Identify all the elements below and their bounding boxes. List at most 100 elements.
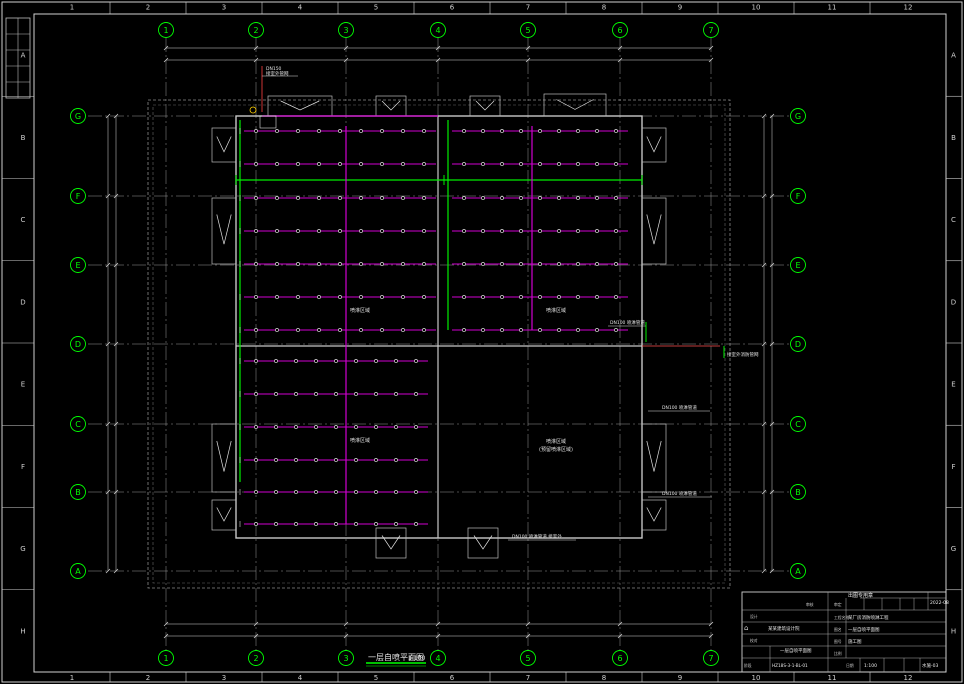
axis-bubble: C bbox=[70, 416, 86, 432]
dimension-tick bbox=[253, 621, 259, 627]
door-frame bbox=[267, 95, 333, 117]
title-block-stamp: 出图专用章 bbox=[848, 592, 873, 599]
room-label-bottom-right: 喷淋区域 bbox=[546, 438, 566, 445]
sprinkler-head bbox=[414, 458, 418, 462]
sprinkler-head bbox=[557, 129, 561, 133]
dimension-tick bbox=[769, 568, 775, 574]
sprinkler-head bbox=[359, 162, 363, 166]
door-frame bbox=[641, 197, 667, 265]
sprinkler-head bbox=[422, 295, 426, 299]
border-col-label: 6 bbox=[450, 674, 455, 682]
door-frame bbox=[211, 499, 237, 531]
sprinkler-head bbox=[401, 229, 405, 233]
sprinkler-head bbox=[394, 490, 398, 494]
sprinkler-head bbox=[359, 196, 363, 200]
axis-bubble: 2 bbox=[248, 22, 264, 38]
sprinkler-head bbox=[314, 522, 318, 526]
border-row-label: D bbox=[20, 298, 25, 306]
sprinkler-head bbox=[481, 129, 485, 133]
dimension-tick bbox=[435, 45, 441, 51]
axis-bubble-label: E bbox=[75, 261, 80, 270]
sprinkler-head bbox=[275, 262, 279, 266]
axis-bubble: F bbox=[70, 188, 86, 204]
axis-bubble-label: B bbox=[795, 488, 801, 497]
door-swing bbox=[381, 100, 401, 111]
axis-bubble-label: F bbox=[796, 192, 801, 201]
dimension-tick bbox=[163, 57, 169, 63]
door-frame bbox=[641, 127, 667, 163]
sprinkler-pipework bbox=[235, 115, 643, 527]
sprinkler-head bbox=[334, 359, 338, 363]
drawing-title: 一层自喷平面图 1:100 bbox=[366, 652, 426, 667]
border-col-label: 9 bbox=[678, 4, 682, 12]
border-row-label: E bbox=[951, 381, 955, 389]
riser-annotation: DN150 接室外管网 bbox=[249, 66, 298, 129]
sprinkler-head bbox=[394, 392, 398, 396]
axis-bubble: D bbox=[790, 336, 806, 352]
sprinkler-head bbox=[359, 328, 363, 332]
dimension-tick bbox=[708, 621, 714, 627]
border-col-label: 4 bbox=[298, 4, 303, 12]
door-swing bbox=[646, 440, 662, 472]
sprinkler-head bbox=[359, 229, 363, 233]
door-opening bbox=[543, 93, 607, 117]
sprinkler-head bbox=[576, 196, 580, 200]
sprinkler-head bbox=[274, 392, 278, 396]
sprinkler-heads bbox=[254, 129, 618, 526]
dimension-tick bbox=[163, 621, 169, 627]
sprinkler-head bbox=[374, 392, 378, 396]
sprinkler-head bbox=[422, 328, 426, 332]
sprinkler-head bbox=[314, 392, 318, 396]
sprinkler-head bbox=[557, 328, 561, 332]
axis-bubble-circle bbox=[158, 650, 174, 666]
axis-bubble-label: B bbox=[75, 488, 81, 497]
sprinkler-head bbox=[500, 262, 504, 266]
sprinkler-head bbox=[595, 262, 599, 266]
dimension-tick bbox=[525, 621, 531, 627]
border-row-label: C bbox=[951, 216, 956, 224]
sprinkler-head bbox=[576, 162, 580, 166]
sprinkler-head bbox=[414, 490, 418, 494]
dimension-tick bbox=[761, 489, 767, 495]
sprinkler-head bbox=[338, 328, 342, 332]
title-block-label: 工程名称 bbox=[834, 615, 849, 620]
sprinkler-head bbox=[462, 262, 466, 266]
dimension-tick bbox=[343, 633, 349, 639]
sprinkler-head bbox=[576, 262, 580, 266]
right-annotations: DN100 喷淋管道 接室外消防管网 DN100 喷淋管道 DN100 喷淋管道… bbox=[508, 319, 759, 541]
axis-bubble: 6 bbox=[612, 22, 628, 38]
sprinkler-head bbox=[481, 328, 485, 332]
dimension-tick bbox=[113, 262, 119, 268]
sprinkler-head bbox=[254, 490, 258, 494]
axis-bubble-label: 6 bbox=[617, 654, 622, 663]
border-col-label: 11 bbox=[828, 674, 837, 682]
dimension-tick bbox=[617, 621, 623, 627]
axis-bubble-circle bbox=[70, 336, 86, 352]
sprinkler-head bbox=[296, 262, 300, 266]
sprinkler-head bbox=[294, 392, 298, 396]
sprinkler-head bbox=[338, 129, 342, 133]
dimension-tick bbox=[343, 45, 349, 51]
sprinkler-head bbox=[254, 229, 258, 233]
sprinkler-head bbox=[354, 522, 358, 526]
sprinkler-head bbox=[254, 129, 258, 133]
door-frame bbox=[211, 127, 237, 163]
dimension-tick bbox=[525, 633, 531, 639]
sprinkler-head bbox=[576, 328, 580, 332]
sprinkler-head bbox=[614, 229, 618, 233]
door-swing bbox=[473, 535, 493, 550]
axis-bubble-circle bbox=[70, 563, 86, 579]
dimension-tick bbox=[761, 421, 767, 427]
sprinkler-head bbox=[254, 458, 258, 462]
dimension-tick bbox=[113, 113, 119, 119]
drawing-title-text: 一层自喷平面图 bbox=[368, 652, 424, 662]
door-swing bbox=[216, 214, 232, 245]
border-row-label: G bbox=[20, 545, 25, 553]
sprinkler-head bbox=[462, 295, 466, 299]
axis-bubble-label: 7 bbox=[708, 654, 713, 663]
axis-bubble-circle bbox=[70, 108, 86, 124]
door-swing bbox=[646, 214, 662, 245]
axis-bubble-circle bbox=[790, 336, 806, 352]
